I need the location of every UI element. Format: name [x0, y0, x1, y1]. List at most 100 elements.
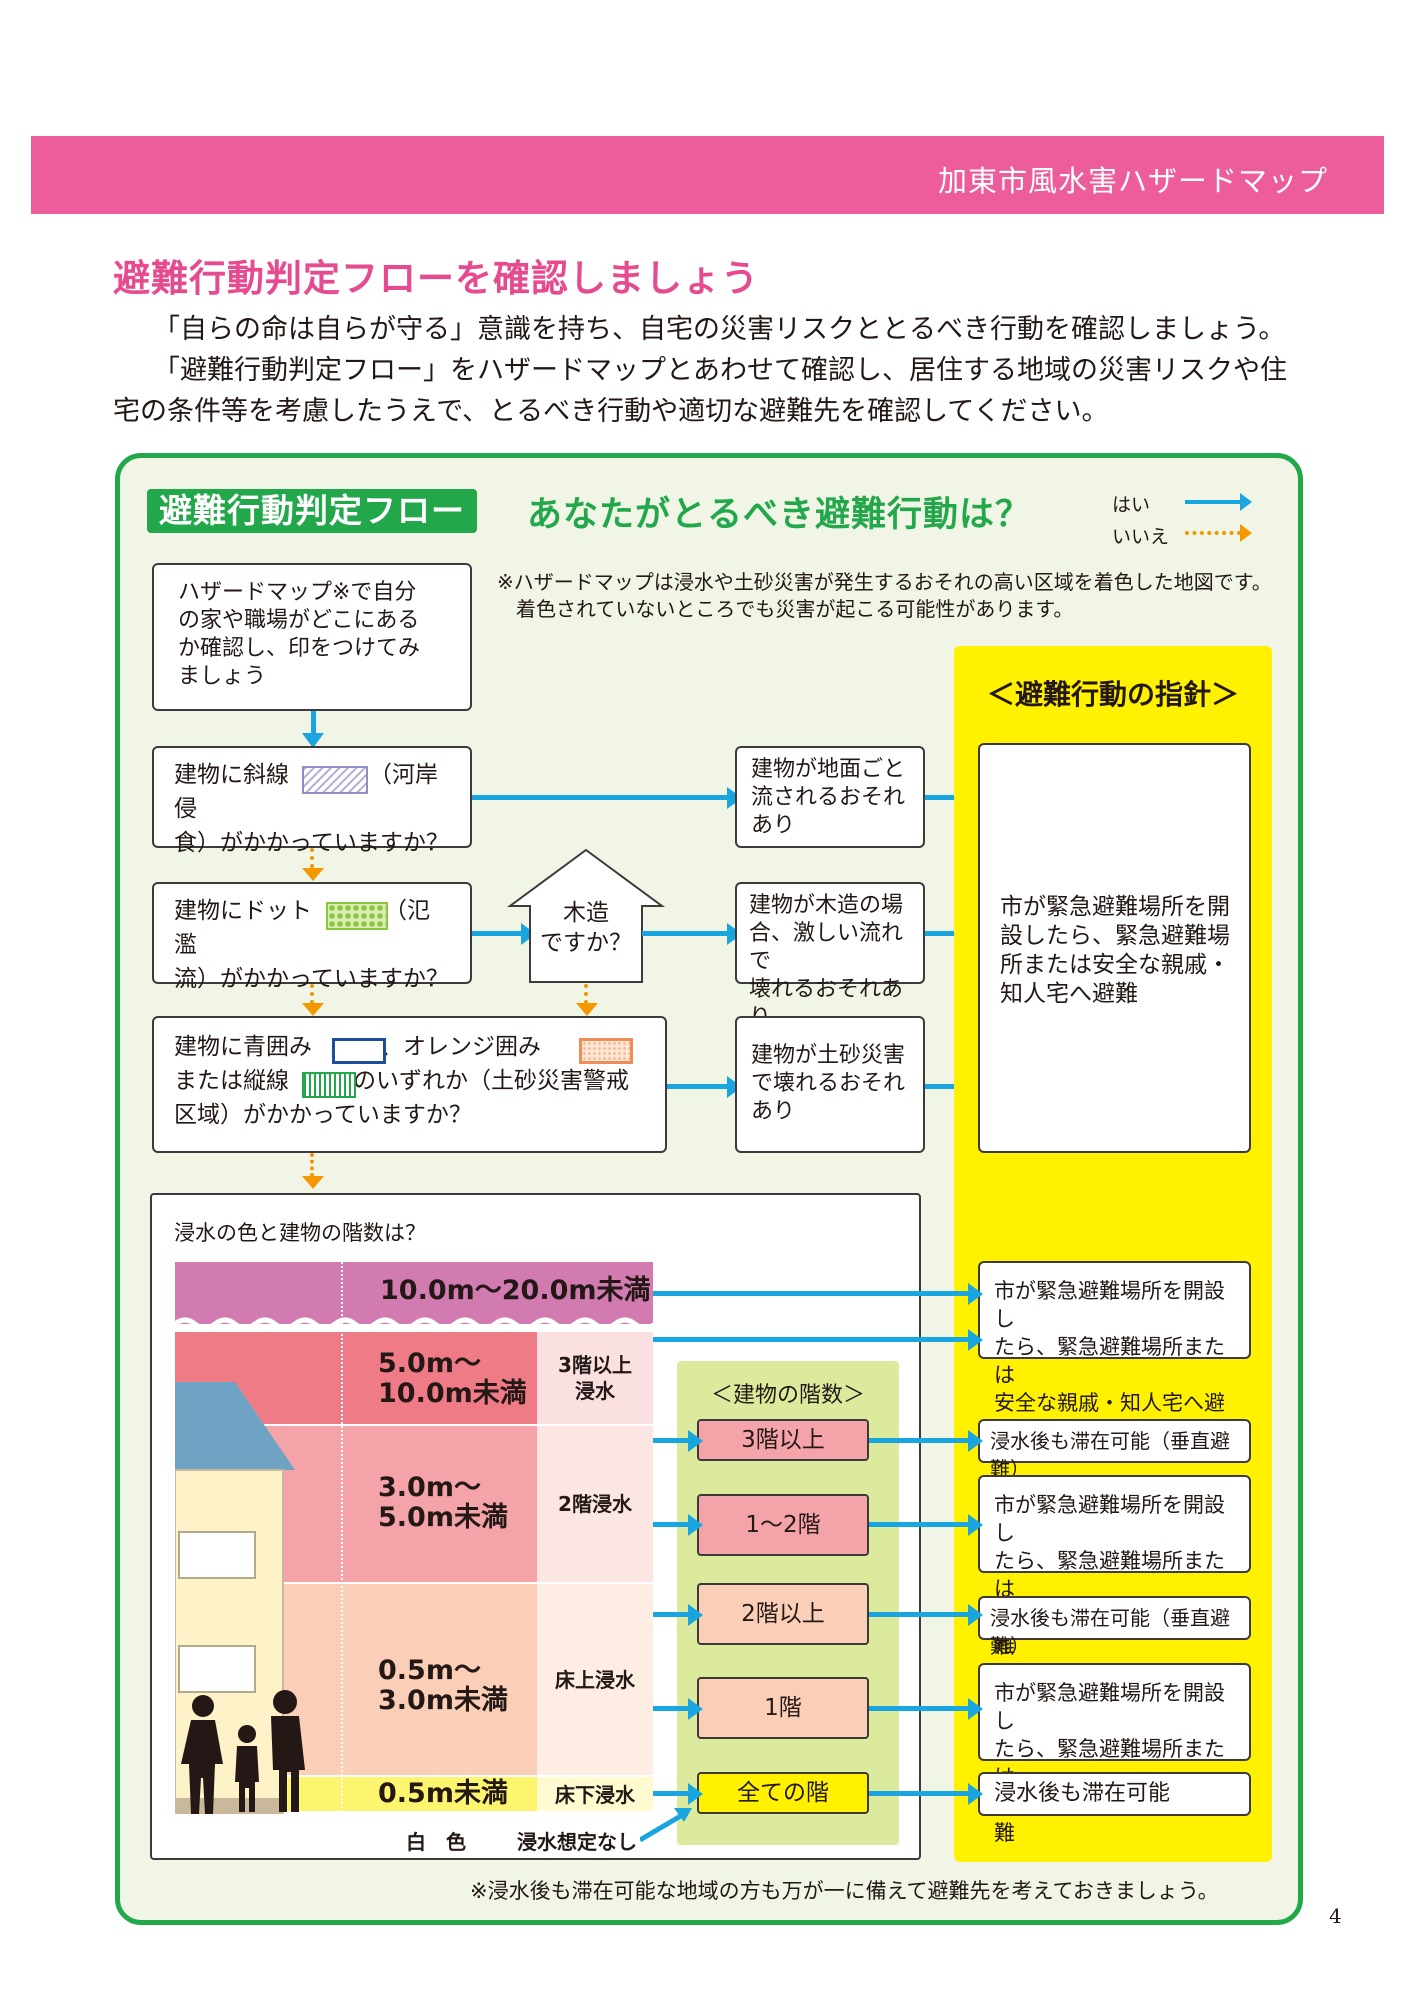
arrow-q3-no	[310, 1153, 314, 1177]
guide-evac-box-2: 市が緊急避難場所を開設し たら、緊急避難場所または 安全な親戚・知人宅へ避難	[978, 1475, 1251, 1573]
result-3-line: あり	[751, 1098, 909, 1126]
floor-panel-title: ＜建物の階数＞	[677, 1377, 899, 1409]
arrow-q1-no	[310, 848, 314, 868]
start-box: ハザードマップ※で自分 の家や職場がどこにある か確認し、印をつけてみ ましょう	[152, 563, 472, 711]
depth-value-line: 0.5m～	[378, 1656, 508, 1686]
arrow-10-20m	[653, 1291, 969, 1296]
guide-stay-box: 浸水後も滞在可能	[978, 1772, 1251, 1816]
depth-label-under-05m: 床下浸水	[537, 1782, 653, 1808]
arrow-1-to-guide-head-icon	[968, 1698, 983, 1720]
result-1-line: あり	[751, 812, 909, 840]
band-wave-divider	[175, 1316, 653, 1332]
arrow-05-3m-to-2up-head-icon	[688, 1604, 703, 1626]
question-1-box: 建物に斜線（河岸侵 食）がかかっていますか？	[152, 746, 472, 848]
guide-evac-line: たら、緊急避難場所または	[994, 1547, 1235, 1603]
floor-all-box: 全ての階	[697, 1772, 869, 1814]
q3-text: 、オレンジ囲み	[380, 1034, 541, 1060]
depth-value-10-20m: 10.0m～20.0m未満	[380, 1276, 651, 1306]
wooden-question: 木造 ですか？	[530, 898, 642, 958]
arrow-2up-to-guide	[869, 1612, 969, 1617]
result-2-line: 建物が木造の場	[749, 892, 911, 920]
depth-value-3-5m: 3.0m～ 5.0m未満	[378, 1473, 508, 1533]
guide-main-line: 市が緊急避難場所を開	[1000, 893, 1231, 922]
result-3-box: 建物が土砂災害 で壊れるおそれ あり	[735, 1016, 925, 1153]
guide-main-box: 市が緊急避難場所を開 設したら、緊急避難場 所または安全な親戚・ 知人宅へ避難	[978, 743, 1251, 1153]
question-2-box: 建物にドット（氾濫 流）がかかっていますか？	[152, 882, 472, 984]
arrow-3-5m-to-3up-head-icon	[688, 1430, 703, 1452]
q3-text: または縦線	[174, 1068, 289, 1094]
result-1-line: 建物が地面ごと	[751, 756, 909, 784]
start-box-line: の家や職場がどこにある	[178, 607, 446, 635]
depth-value-line: 10.0m未満	[378, 1379, 527, 1409]
depth-question: 浸水の色と建物の階数は？	[174, 1217, 426, 1247]
arrow-3up-to-guide-head-icon	[968, 1430, 983, 1452]
legend-yes-arrow-icon	[1240, 493, 1252, 511]
arrow-q2-no-head-icon	[302, 1003, 324, 1016]
arrow-3-5m-to-3up	[653, 1438, 689, 1443]
depth-label-line: 3階以上	[537, 1352, 653, 1378]
floor-1-2-box: 1～2階	[697, 1494, 869, 1556]
q3-text: 区域）がかかっていますか？	[174, 1098, 645, 1132]
intro-line-2: 「避難行動判定フロー」をハザードマップとあわせて確認し、居住する地域の災害リスク…	[113, 350, 1323, 392]
start-box-line: か確認し、印をつけてみ	[178, 635, 446, 663]
arrow-wooden-no-head-icon	[576, 1003, 598, 1016]
arrow-all-to-guide	[869, 1791, 969, 1796]
arrow-05-3m-to-2up	[653, 1612, 689, 1617]
arrow-wooden-no	[584, 984, 588, 1004]
guide-evac-line: 市が緊急避難場所を開設し	[994, 1277, 1235, 1333]
flow-question: あなたがとるべき避難行動は？	[527, 486, 1031, 537]
legend-no-arrow-icon	[1240, 524, 1252, 542]
footnote: ※浸水後も滞在可能な地域の方も万が一に備えて避難先を考えておきましょう。	[470, 1875, 1219, 1905]
wooden-line: ですか？	[530, 928, 642, 958]
legend-no-label: いいえ	[1112, 522, 1169, 549]
q1-text: 建物に斜線	[174, 762, 289, 788]
blue-outline-swatch-icon	[332, 1038, 386, 1064]
arrow-q2-no	[310, 984, 314, 1004]
guide-stay-vertical-2: 浸水後も滞在可能（垂直避難）	[978, 1596, 1251, 1640]
legend-yes-label: はい	[1112, 490, 1150, 517]
legend-yes-line	[1185, 500, 1241, 504]
arrow-q3-yes	[667, 1084, 728, 1089]
guide-main-line: 所または安全な親戚・	[1000, 951, 1231, 980]
q3-text: 建物に青囲み	[174, 1034, 312, 1060]
start-box-line: ましょう	[178, 663, 446, 691]
depth-value-line: 5.0m～	[378, 1349, 527, 1379]
wooden-line: 木造	[530, 898, 642, 928]
arrow-3up-to-guide	[869, 1438, 969, 1443]
band-dotted-divider	[341, 1262, 343, 1812]
hazard-note-line-2: 着色されていないところでも災害が起こる可能性があります。	[516, 595, 1073, 623]
result-1-line: 流されるおそれ	[751, 784, 909, 812]
guide-evac-line: 市が緊急避難場所を開設し	[994, 1679, 1235, 1735]
q3-text: のいずれか（土砂災害警戒	[353, 1068, 629, 1094]
arrow-wooden-yes	[642, 931, 728, 936]
hatch-swatch-icon	[302, 766, 368, 794]
page-heading: 避難行動判定フローを確認しましょう	[113, 248, 759, 302]
arrow-05-3m-to-1	[653, 1706, 689, 1711]
depth-value-line: 3.0m未満	[378, 1686, 508, 1716]
vertical-line-swatch-icon	[302, 1072, 356, 1098]
intro-line-1: 「自らの命は自らが守る」意識を持ち、自宅の災害リスクととるべき行動を確認しましょ…	[113, 309, 1323, 351]
result-3-line: 建物が土砂災害	[751, 1042, 909, 1070]
header-bar: 加東市風水害ハザードマップ	[31, 136, 1384, 214]
flow-badge: 避難行動判定フロー	[147, 489, 477, 533]
guide-title: ＜避難行動の指針＞	[954, 673, 1272, 713]
result-3-line: で壊れるおそれ	[751, 1070, 909, 1098]
orange-outline-swatch-icon	[579, 1038, 633, 1064]
family-silhouette-icon	[181, 1690, 313, 1814]
no-flood-label: 浸水想定なし	[517, 1826, 637, 1855]
arrow-05-3m-to-1-head-icon	[688, 1698, 703, 1720]
result-1-box: 建物が地面ごと 流されるおそれ あり	[735, 746, 925, 848]
arrow-3-5m-to-1-2-head-icon	[688, 1514, 703, 1536]
arrow-5-10m	[653, 1337, 969, 1342]
arrow-start-q1	[311, 711, 316, 734]
arrow-white-to-all	[640, 1800, 700, 1846]
arrow-1-to-guide	[869, 1706, 969, 1711]
floor-1-box: 1階	[697, 1677, 869, 1739]
intro-line-3: 宅の条件等を考慮したうえで、とるべき行動や適切な避難先を確認してください。	[113, 391, 1323, 433]
floor-2-up-box: 2階以上	[697, 1583, 869, 1645]
legend-no-line	[1185, 531, 1241, 535]
start-box-line: ハザードマップ※で自分	[178, 579, 446, 607]
guide-evac-box-1: 市が緊急避難場所を開設し たら、緊急避難場所または 安全な親戚・知人宅へ避難	[978, 1261, 1251, 1359]
guide-stay-vertical-1: 浸水後も滞在可能（垂直避難）	[978, 1419, 1251, 1463]
